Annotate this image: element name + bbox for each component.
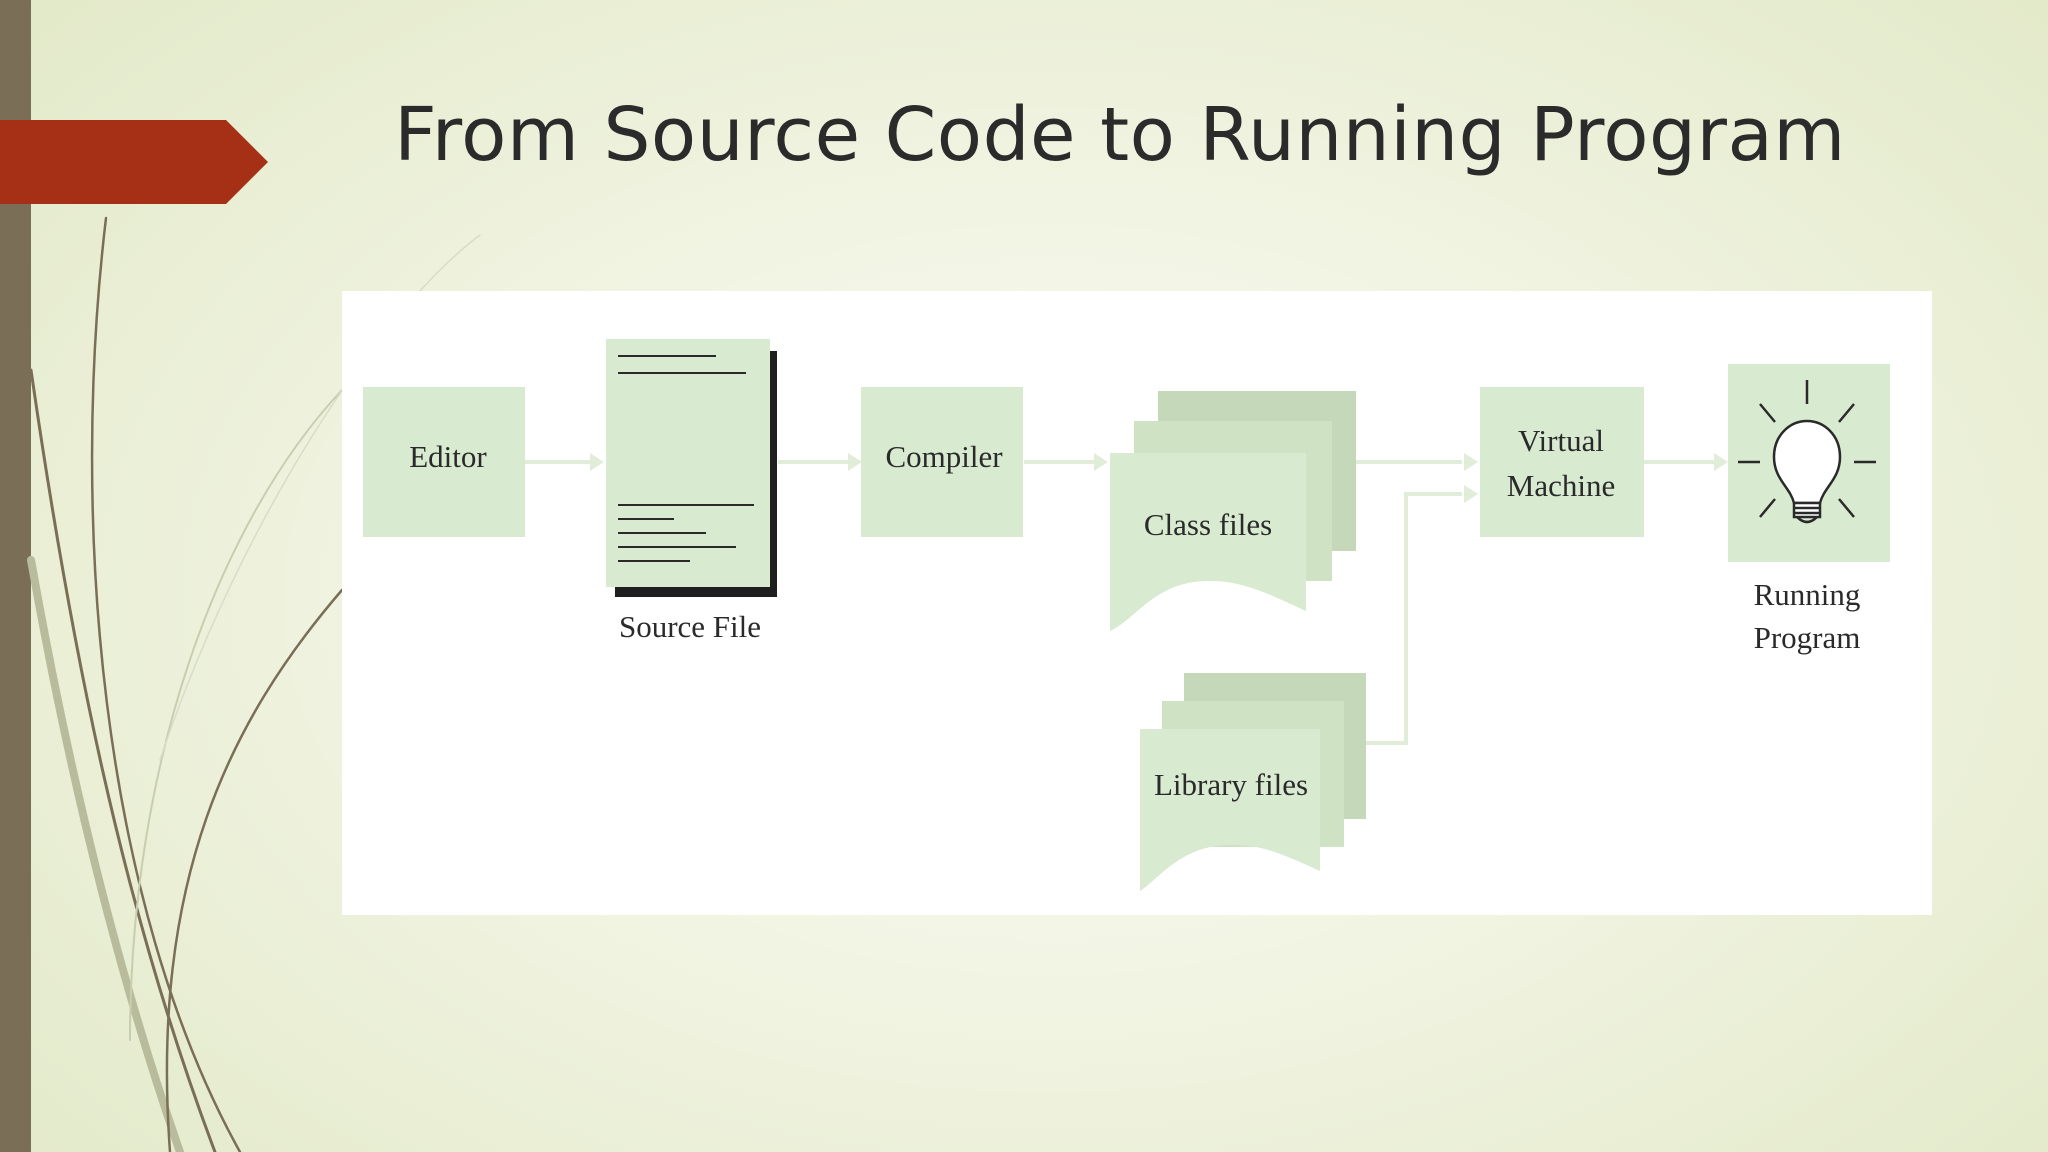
editor-box <box>363 387 525 537</box>
compiler-label: Compiler <box>885 439 1003 474</box>
decor-curve-6 <box>159 234 481 761</box>
class-files-stack <box>1110 391 1356 631</box>
library-files-stack <box>1140 673 1366 891</box>
class-files-label: Class files <box>1144 507 1272 542</box>
vm-label-line1: Virtual <box>1518 423 1604 458</box>
library-files-label: Library files <box>1154 767 1308 802</box>
lightbulb-icon <box>1738 380 1876 524</box>
virtual-machine-box <box>1480 387 1644 537</box>
compile-flow-diagram: Editor Source File Compiler Class files <box>363 339 1890 891</box>
decor-curve-3 <box>27 556 184 1152</box>
source-file-lines <box>618 355 754 562</box>
decor-curve-4 <box>165 588 344 1152</box>
running-label-line1: Running <box>1754 577 1861 612</box>
decor-curve-2 <box>29 368 217 1152</box>
compiler-box <box>861 387 1023 537</box>
running-label-line2: Program <box>1754 620 1861 655</box>
source-file-label: Source File <box>619 609 761 644</box>
arrowhead <box>1464 453 1478 471</box>
arrowhead <box>590 453 604 471</box>
arrowhead <box>848 453 862 471</box>
decor-curve-5 <box>129 389 343 1041</box>
red-chevron-tab <box>0 120 268 204</box>
diagram-panel: Editor Source File Compiler Class files <box>342 291 1932 915</box>
slide-title: From Source Code to Running Program <box>394 92 1846 178</box>
arrowhead <box>1714 453 1728 471</box>
decor-curve-1 <box>90 216 242 1152</box>
source-file-document <box>606 339 770 587</box>
vm-label-line2: Machine <box>1507 468 1615 503</box>
arrow-library-to-vm <box>1366 492 1462 745</box>
editor-label: Editor <box>409 439 487 474</box>
arrowhead <box>1094 453 1108 471</box>
arrowhead <box>1464 485 1478 503</box>
